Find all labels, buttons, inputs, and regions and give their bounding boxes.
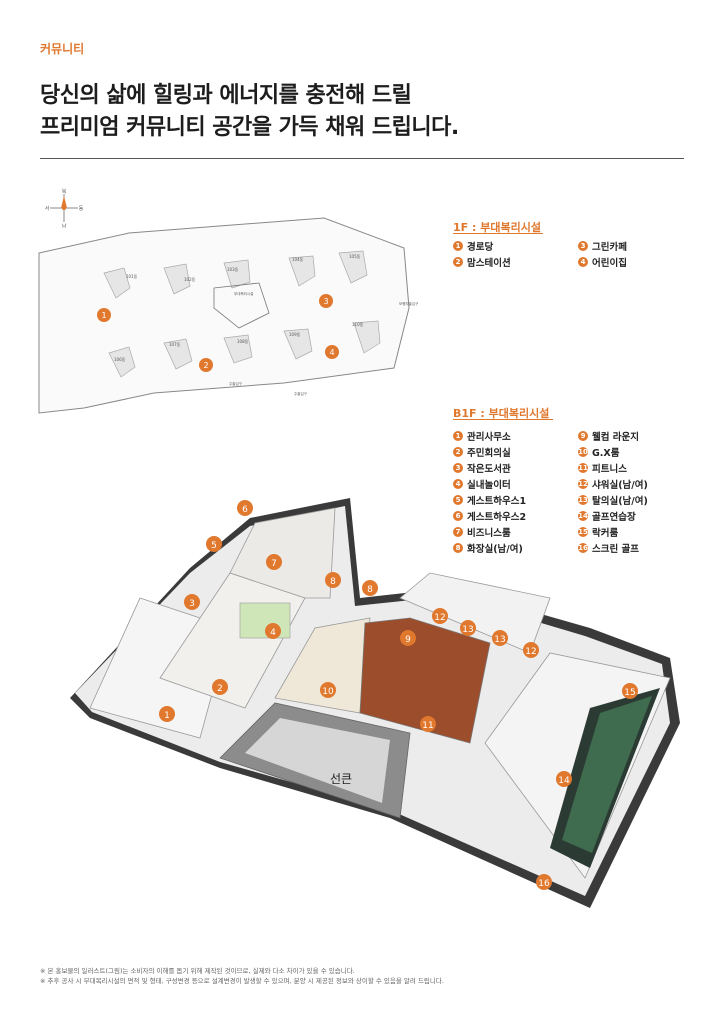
floorplan-marker: 9 (405, 635, 411, 645)
legend-1f-title: 1F : 부대복리시설 (453, 221, 541, 234)
site-building-label: 108동 (237, 339, 249, 344)
legend-b1f-underline (453, 419, 553, 420)
site-building-label: 105동 (349, 254, 361, 259)
floorplan-marker: 11 (422, 721, 433, 731)
headline-line-2: 프리미엄 커뮤니티 공간을 가득 채워 드립니다. (40, 115, 459, 140)
site-building-label: 104동 (292, 257, 304, 262)
b1f-floorplan: 선큰 1 2 3 4 5 6 7 8 8 9 10 11 12 12 13 13… (70, 498, 680, 908)
floorplan-marker: 3 (189, 599, 195, 609)
footnote-line: ※ 추후 공사 시 부대복리시설의 면적 및 형태, 구성변경 등으로 설계변경… (40, 977, 444, 985)
compass-north: 북 (62, 189, 67, 195)
site-markers: 1 2 3 4 (97, 294, 339, 372)
site-building-label: 110동 (352, 322, 364, 327)
floorplan-markers: 1 2 3 4 5 6 7 8 8 9 10 11 12 12 13 13 14… (159, 500, 638, 890)
site-building-label: 103동 (227, 267, 239, 272)
compass-west: 서 (45, 205, 50, 212)
floorplan-marker: 6 (242, 505, 248, 515)
site-building-label: 109동 (289, 332, 301, 337)
compass-east: 동 (79, 206, 84, 212)
site-marker: 2 (203, 361, 208, 370)
divider (40, 158, 684, 159)
floorplan-marker: 5 (211, 541, 217, 551)
floorplan-marker: 12 (525, 647, 536, 657)
floorplan-marker: 2 (217, 684, 223, 694)
sunken-label: 선큰 (330, 772, 352, 786)
floorplan-marker: 12 (434, 613, 445, 623)
site-gate-bottom: 주출입구 (229, 381, 243, 386)
floorplan-marker: 8 (367, 585, 373, 595)
site-marker: 1 (101, 311, 106, 320)
site-building-label: 106동 (114, 357, 126, 362)
section-label: 커뮤니티 (40, 42, 85, 56)
footnotes: ※ 본 홍보물의 일러스트(그림)는 소비자의 이해를 돕기 위해 제작된 것이… (40, 966, 444, 986)
floorplan-marker: 15 (624, 688, 635, 698)
site-map: 101동 102동 103동 104동 105동 106동 107동 108동 … (38, 217, 419, 414)
floorplan-marker: 1 (164, 711, 170, 721)
site-marker: 3 (323, 297, 328, 306)
floorplan-marker: 4 (270, 628, 276, 638)
compass-south: 남 (62, 223, 67, 228)
floorplan-marker: 13 (494, 635, 505, 645)
floorplan-marker: 8 (330, 577, 336, 587)
headline: 당신의 삶에 힐링과 에너지를 충전해 드릴 프리미엄 커뮤니티 공간을 가득 … (40, 80, 459, 144)
headline-line-1: 당신의 삶에 힐링과 에너지를 충전해 드릴 (40, 83, 412, 108)
site-building-label: 107동 (169, 342, 181, 347)
site-building-label: 102동 (184, 277, 196, 282)
site-center-facility: 부대복리시설 (234, 291, 253, 296)
floorplan-marker: 16 (538, 879, 550, 889)
footnote-line: ※ 본 홍보물의 일러스트(그림)는 소비자의 이해를 돕기 위해 제작된 것이… (40, 967, 355, 975)
site-gate-east: 보행자출입구 (399, 301, 419, 306)
compass-icon: 북 남 서 동 (45, 189, 84, 228)
site-gate-bottom: 주출입구 (294, 391, 308, 396)
floorplan-marker: 13 (462, 625, 473, 635)
site-marker: 4 (329, 348, 334, 357)
floorplan-marker: 14 (558, 776, 570, 786)
legend-1f-underline (453, 233, 543, 234)
legend-b1f-title: B1F : 부대복리시설 (453, 407, 550, 420)
site-building-label: 101동 (126, 274, 138, 279)
floorplan-marker: 10 (322, 687, 334, 697)
floorplan-marker: 7 (271, 559, 277, 569)
